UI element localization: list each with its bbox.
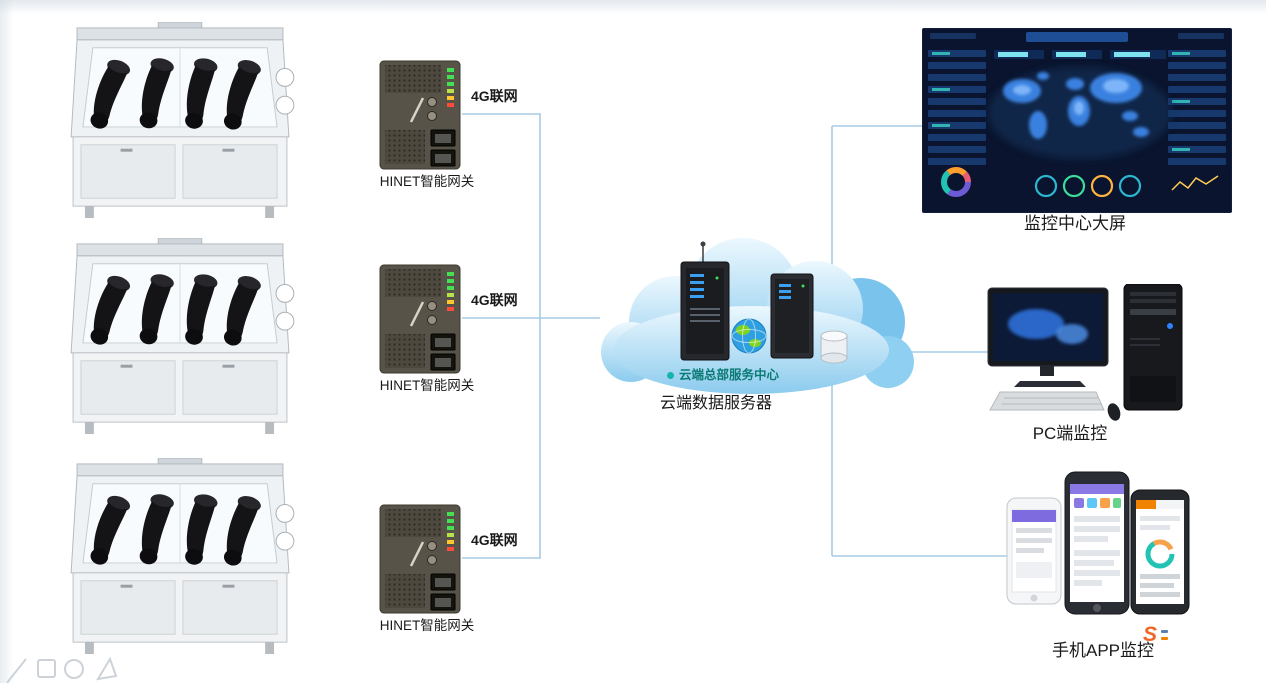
pc-illustration	[984, 283, 1194, 429]
link-4g-label-2: 4G联网	[471, 292, 518, 308]
arrow-tool-icon[interactable]	[96, 656, 118, 681]
phone-middle-icon	[1064, 471, 1130, 615]
glovebox-illustration-1	[60, 22, 300, 225]
watermark-letter: S	[1143, 623, 1158, 646]
gateway-label-2: HINET智能网关	[379, 378, 475, 393]
phones-illustration	[1003, 468, 1193, 645]
gateway-device-1	[377, 58, 463, 177]
pencil-icon[interactable]	[6, 658, 27, 683]
wire-gateway1-bus	[462, 113, 541, 318]
watermark-dots-icon	[1161, 629, 1169, 640]
dashboard-screen	[921, 27, 1233, 218]
dashboard-screen-graphic	[921, 27, 1233, 214]
cloud-center-label-text: 云端总部服务中心	[678, 368, 779, 382]
cloud-server-group: 云端总部服务中心	[583, 224, 917, 406]
rectangle-tool-icon[interactable]	[37, 659, 56, 678]
server-icons	[680, 241, 814, 361]
gateway-device-2	[377, 262, 463, 381]
cloud-shape	[601, 238, 914, 394]
phone-left-icon	[1006, 497, 1062, 605]
gateway-device-3	[377, 502, 463, 621]
gateway-label-3: HINET智能网关	[379, 618, 475, 633]
database-icon	[820, 330, 848, 364]
annotation-toolbar[interactable]	[2, 652, 152, 683]
phones-caption: 手机APP监控	[1051, 641, 1155, 660]
cloud-caption: 云端数据服务器	[659, 395, 772, 412]
bullet-dot-icon	[666, 372, 674, 380]
watermark-logo: S	[1143, 623, 1169, 646]
pc-caption: PC端监控	[1032, 424, 1108, 443]
gateway-label-1: HINET智能网关	[379, 174, 475, 189]
wire-gateway3-bus	[462, 318, 541, 559]
link-4g-label-1: 4G联网	[471, 88, 518, 104]
globe-icon	[731, 318, 767, 354]
screen-caption: 监控中心大屏	[1024, 214, 1126, 233]
cloud-center-label: 云端总部服务中心	[573, 364, 873, 383]
phone-right-icon	[1130, 489, 1190, 615]
link-4g-label-3: 4G联网	[471, 532, 518, 548]
glovebox-illustration-3	[60, 458, 300, 661]
ellipse-tool-icon[interactable]	[64, 659, 84, 679]
glovebox-illustration-2	[60, 238, 300, 441]
